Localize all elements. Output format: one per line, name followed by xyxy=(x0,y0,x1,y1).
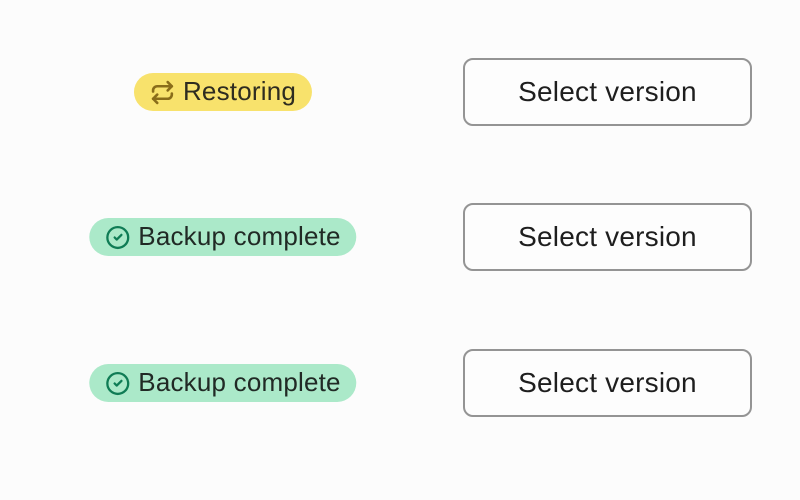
check-circle-icon xyxy=(105,225,130,250)
repeat-arrows-icon xyxy=(150,80,175,105)
status-badge-label: Restoring xyxy=(182,76,297,106)
status-badge: Backup complete xyxy=(89,364,357,402)
backup-row: Backup complete Select version xyxy=(0,203,800,271)
select-version-button[interactable]: Select version xyxy=(463,349,752,417)
backup-row: Restoring Select version xyxy=(0,58,800,126)
status-badge: Restoring xyxy=(133,73,313,111)
select-version-button[interactable]: Select version xyxy=(463,203,752,271)
status-badge-label: Backup complete xyxy=(138,367,341,397)
status-badge: Backup complete xyxy=(89,218,357,256)
backup-row: Backup complete Select version xyxy=(0,349,800,417)
select-version-button[interactable]: Select version xyxy=(463,58,752,126)
status-badge-label: Backup complete xyxy=(138,221,341,251)
check-circle-icon xyxy=(105,371,130,396)
